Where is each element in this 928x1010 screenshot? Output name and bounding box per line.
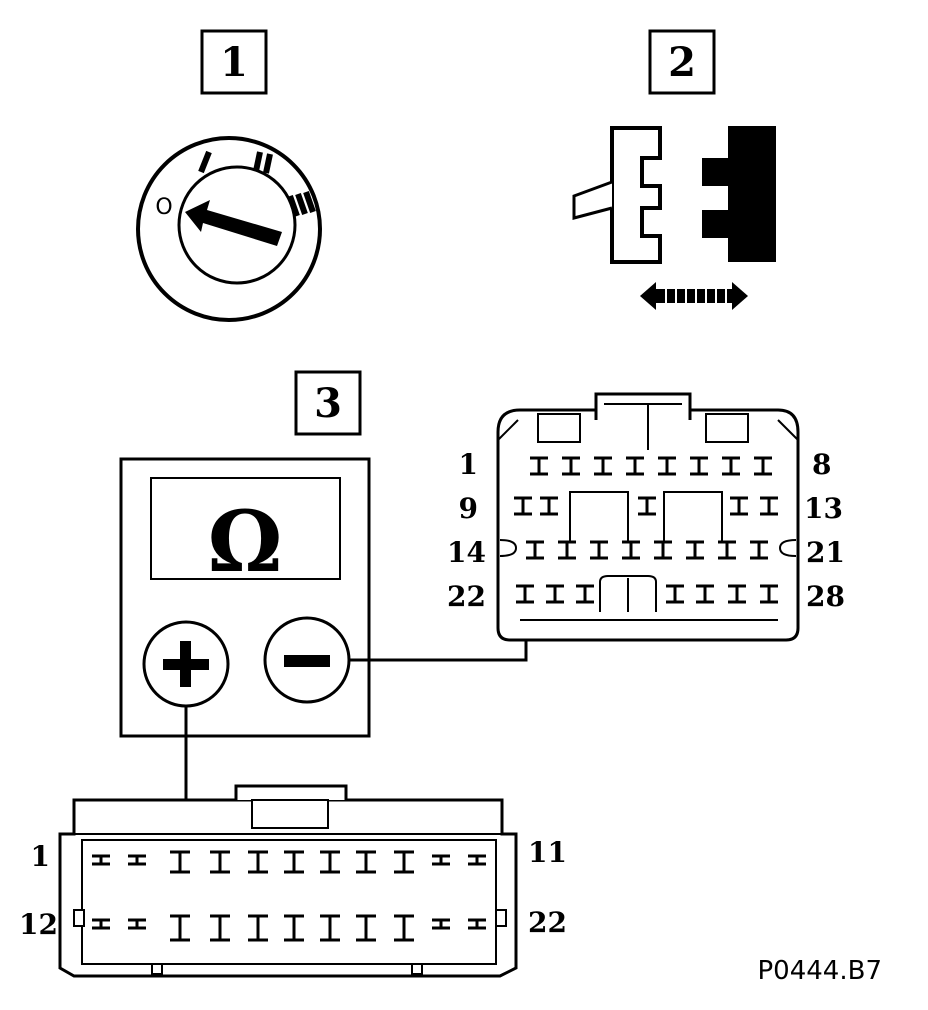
ohmmeter-display (150, 477, 341, 580)
step-1-box: 1 (200, 29, 268, 95)
figure-reference: P0444.B7 (757, 956, 883, 986)
c22-label-1: 1 (31, 840, 50, 873)
connector-disconnect-icon (572, 126, 776, 310)
key-arrow-icon (185, 200, 282, 246)
ignition-position-marks (198, 150, 316, 217)
step-1-number: 1 (220, 39, 248, 86)
connector-22-pin: 1 11 12 22 (19, 784, 567, 978)
connector-28-pin: 1 8 9 13 14 21 22 28 (447, 392, 845, 642)
c22-label-12: 12 (19, 908, 58, 941)
ohm-symbol: Ω (208, 492, 283, 591)
step-2-box: 2 (648, 29, 716, 95)
c28-label-28: 28 (806, 580, 845, 613)
double-arrow-icon (640, 282, 748, 310)
c28-label-21: 21 (806, 536, 845, 569)
ignition-switch-icon: O (136, 136, 322, 322)
plus-terminal (142, 620, 230, 708)
c28-label-14: 14 (447, 536, 486, 569)
c22-label-11: 11 (528, 836, 567, 869)
connector-22-terminals (92, 850, 486, 942)
c28-label-22: 22 (447, 580, 486, 613)
minus-terminal (263, 616, 351, 704)
c22-label-22: 22 (528, 906, 567, 939)
c28-label-8: 8 (812, 448, 831, 481)
connector-28-terminals (514, 456, 778, 604)
c28-label-1: 1 (459, 448, 478, 481)
ohmmeter: Ω (119, 457, 371, 738)
step-2-number: 2 (668, 39, 696, 86)
ignition-position-0: O (155, 195, 172, 220)
c28-label-9: 9 (459, 492, 478, 525)
c28-label-13: 13 (804, 492, 843, 525)
step-3-box: 3 (294, 370, 362, 436)
step-3-number: 3 (314, 380, 342, 427)
